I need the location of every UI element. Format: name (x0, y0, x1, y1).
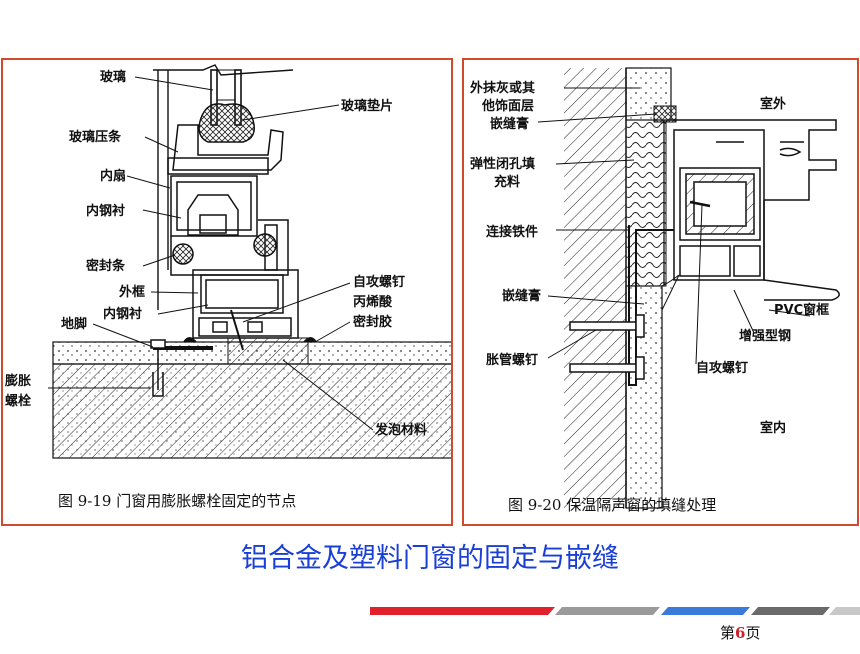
page-suffix: 页 (745, 624, 761, 642)
caption-figure-9-19: 图 9-19 门窗用膨胀螺栓固定的节点 (58, 492, 296, 510)
caption-figure-9-20: 图 9-20 保温隔声窗的填缝处理 (508, 496, 716, 514)
connecting-iron (628, 225, 674, 386)
insulated-window-joint-drawing: 外抹灰或其 他饰面层 嵌缝膏 弹性闭孔填 充料 连接铁件 嵌缝膏 胀管螺钉 室外… (469, 67, 840, 514)
label-reinforced-steel: 增强型钢 (739, 328, 791, 344)
label-caulk-top: 嵌缝膏 (490, 116, 529, 132)
label-elastic-fill-1: 弹性闭孔填 (470, 156, 535, 172)
pvc-frame-profile (669, 119, 840, 301)
figure-9-20-panel: 外抹灰或其 他饰面层 嵌缝膏 弹性闭孔填 充料 连接铁件 嵌缝膏 胀管螺钉 室外… (462, 58, 859, 526)
label-glass-bead: 玻璃压条 (69, 129, 122, 145)
label-outer-steel-liner: 内钢衬 (103, 306, 142, 322)
label-expansion-screw: 胀管螺钉 (486, 352, 538, 368)
sash-profile (167, 124, 289, 276)
label-expansion-bolt-2: 螺栓 (5, 393, 31, 409)
outer-frame-profile (192, 269, 299, 339)
glass-pane (153, 64, 294, 310)
leader-lines (48, 76, 374, 431)
self-tapping-screw-right (689, 200, 711, 208)
seal-strip-left (172, 243, 194, 265)
label-foam-material: 发泡材料 (374, 422, 427, 438)
label-plaster-1: 外抹灰或其 (469, 80, 535, 96)
page-number-value: 6 (735, 624, 746, 642)
label-plaster-2: 他饰面层 (481, 98, 534, 114)
seal-strip-right (253, 233, 277, 257)
label-elastic-fill-2: 充料 (494, 174, 520, 190)
acrylic-sealant (183, 337, 317, 342)
label-expansion-bolt-1: 膨胀 (4, 373, 31, 389)
masonry-wall (564, 68, 626, 508)
label-glass-spacer: 玻璃垫片 (341, 98, 393, 114)
label-pvc-frame: PVC窗框 (774, 302, 829, 318)
page-prefix: 第 (720, 624, 736, 642)
expansion-screws (569, 314, 645, 380)
label-seal-strip: 密封条 (85, 258, 126, 274)
label-acrylic-1: 丙烯酸 (353, 294, 393, 310)
label-inner-sash: 内扇 (100, 168, 126, 184)
label-outdoor: 室外 (760, 96, 786, 112)
label-inner-steel-liner: 内钢衬 (86, 203, 125, 219)
label-glass: 玻璃 (100, 69, 126, 85)
page-number: 第6页 (720, 622, 760, 643)
label-indoor: 室内 (760, 420, 786, 436)
figure-9-19-panel: 玻璃 玻璃压条 内扇 内钢衬 密封条 外框 内钢衬 地脚 膨胀 螺栓 玻璃垫片 … (1, 58, 453, 526)
slide-title: 铝合金及塑料门窗的固定与嵌缝 (241, 543, 619, 574)
glass-spacer-block (198, 103, 255, 143)
expansion-bolt (150, 339, 166, 397)
window-fixing-node-drawing: 玻璃 玻璃压条 内扇 内钢衬 密封条 外框 内钢衬 地脚 膨胀 螺栓 玻璃垫片 … (4, 64, 451, 510)
foam-filling (227, 337, 309, 365)
label-connecting-iron: 连接铁件 (486, 224, 538, 240)
elastic-filler (625, 119, 667, 287)
leader-lines-right (537, 87, 811, 365)
label-acrylic-2: 密封胶 (352, 314, 392, 330)
label-ground-anchor: 地脚 (61, 316, 87, 332)
label-self-tapping-screw-right: 自攻螺钉 (696, 360, 748, 376)
decorative-stripe-bar (370, 607, 860, 615)
label-self-tapping-screw: 自攻螺钉 (353, 274, 405, 290)
ground-anchor-plate (153, 346, 213, 350)
label-outer-frame: 外框 (118, 284, 145, 300)
label-caulk-bottom: 嵌缝膏 (502, 288, 541, 304)
